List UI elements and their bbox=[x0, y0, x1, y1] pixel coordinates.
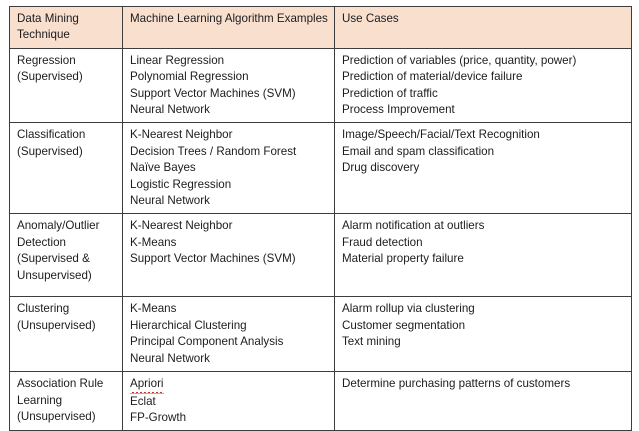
cell-line: Support Vector Machines (SVM) bbox=[130, 252, 296, 266]
column-header-data-mining-technique: Data Mining Technique bbox=[9, 6, 123, 49]
cell-line: Learning bbox=[17, 393, 63, 407]
spellcheck-underline: Apriori bbox=[130, 376, 164, 394]
cell-line: Association Rule bbox=[17, 377, 104, 391]
table-row: Classification (Supervised) K-Nearest Nei… bbox=[9, 122, 632, 215]
table-header: Data Mining Technique Machine Learning A… bbox=[9, 6, 632, 49]
cell-line: Fraud detection bbox=[342, 235, 423, 249]
cell-line: (Supervised) bbox=[17, 70, 83, 84]
cell-line: Image/Speech/Facial/Text Recognition bbox=[342, 128, 540, 142]
cell-line: Decision Trees / Random Forest bbox=[130, 144, 297, 158]
cell-line: Eclat bbox=[130, 394, 156, 408]
cell-line: Anomaly/Outlier bbox=[17, 219, 100, 233]
data-mining-technique-table: Data Mining Technique Machine Learning A… bbox=[9, 6, 632, 431]
cell-line: K-Means bbox=[130, 302, 177, 316]
cell-line: Classification bbox=[17, 128, 86, 142]
cell-line: Prediction of traffic bbox=[342, 86, 438, 100]
cell-line: Naïve Bayes bbox=[130, 161, 196, 175]
cell-line: K-Nearest Neighbor bbox=[130, 219, 233, 233]
cell-line: Prediction of material/device failure bbox=[342, 70, 523, 84]
cell-line: Apriori bbox=[130, 376, 328, 394]
cell-technique: Clustering (Unsupervised) bbox=[9, 296, 123, 373]
cell-line: Linear Regression bbox=[130, 53, 225, 67]
cell-line: Clustering bbox=[17, 302, 70, 316]
cell-line: Text mining bbox=[342, 335, 401, 349]
cell-line: Material property failure bbox=[342, 252, 464, 266]
cell-technique: Regression (Supervised) bbox=[9, 47, 123, 124]
cell-line: Principal Component Analysis bbox=[130, 335, 284, 349]
cell-line: FP-Growth bbox=[130, 410, 187, 424]
cell-line: Email and spam classification bbox=[342, 144, 495, 158]
cell-line: Customer segmentation bbox=[342, 318, 466, 332]
cell-use-cases: Prediction of variables (price, quantity… bbox=[334, 47, 632, 124]
cell-line: Support Vector Machines (SVM) bbox=[130, 86, 296, 100]
cell-line: Neural Network bbox=[130, 194, 210, 208]
cell-line: K-Nearest Neighbor bbox=[130, 128, 233, 142]
cell-technique: Classification (Supervised) bbox=[9, 122, 123, 215]
cell-line: Detection bbox=[17, 235, 66, 249]
data-mining-table-container: Data Mining Technique Machine Learning A… bbox=[9, 6, 632, 431]
cell-line: Alarm rollup via clustering bbox=[342, 302, 475, 316]
column-header-machine-learning-algorithm-examples: Machine Learning Algorithm Examples bbox=[122, 6, 335, 49]
cell-line: Alarm notification at outliers bbox=[342, 219, 485, 233]
cell-line: Drug discovery bbox=[342, 161, 420, 175]
cell-line: Regression bbox=[17, 53, 76, 67]
cell-line: Unsupervised) bbox=[17, 268, 92, 282]
cell-line: Prediction of variables (price, quantity… bbox=[342, 53, 577, 67]
table-body: Regression (Supervised) Linear Regression… bbox=[9, 47, 632, 431]
cell-line: Polynomial Regression bbox=[130, 70, 249, 84]
cell-line: Process Improvement bbox=[342, 103, 455, 117]
cell-line: Neural Network bbox=[130, 103, 210, 117]
cell-use-cases: Determine purchasing patterns of custome… bbox=[334, 371, 632, 431]
cell-line: Neural Network bbox=[130, 351, 210, 365]
cell-line: (Supervised & bbox=[17, 252, 90, 266]
cell-line: (Supervised) bbox=[17, 144, 83, 158]
table-row: Regression (Supervised) Linear Regression… bbox=[9, 47, 632, 124]
cell-line: Logistic Regression bbox=[130, 177, 232, 191]
column-header-use-cases: Use Cases bbox=[334, 6, 632, 49]
cell-line: K-Means bbox=[130, 235, 177, 249]
cell-line: Determine purchasing patterns of custome… bbox=[342, 377, 571, 391]
table-header-row: Data Mining Technique Machine Learning A… bbox=[9, 6, 632, 49]
cell-line: (Unsupervised) bbox=[17, 318, 96, 332]
cell-line: Hierarchical Clustering bbox=[130, 318, 247, 332]
cell-line: (Unsupervised) bbox=[17, 409, 96, 423]
